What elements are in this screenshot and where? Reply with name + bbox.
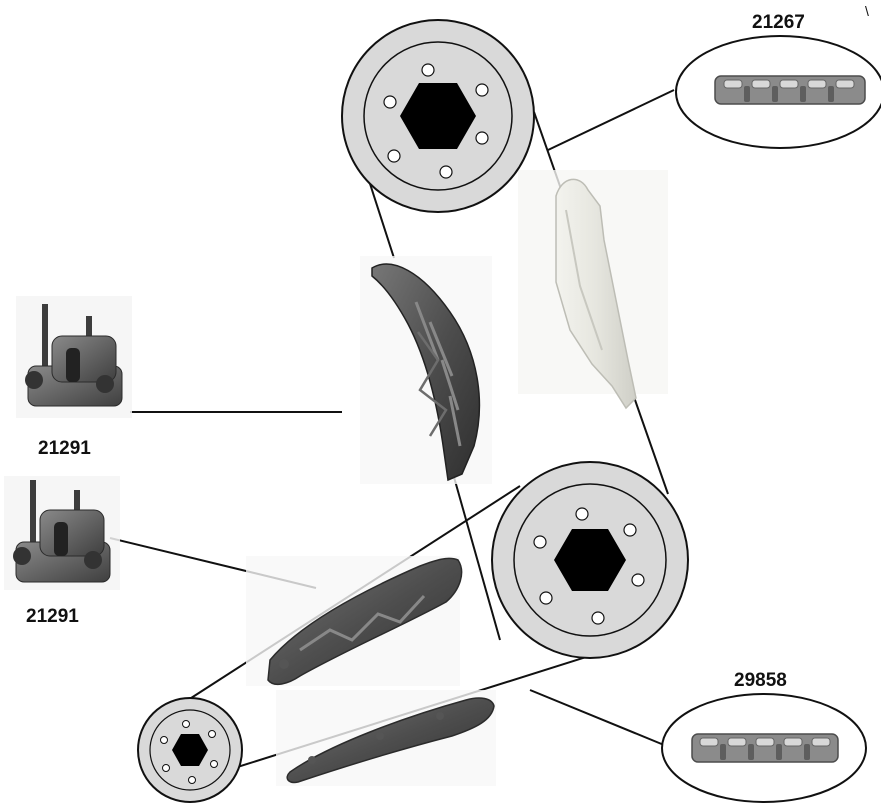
tensioner-1 (16, 296, 132, 418)
lower-left-chain-guide (246, 556, 462, 686)
upper-chain-part-number: 21267 (752, 12, 805, 33)
tensioner-2-part-number: 21291 (26, 606, 79, 627)
lower-chain-callout (662, 694, 866, 802)
corner-mark: \ (865, 3, 869, 19)
tensioner-2 (4, 476, 120, 590)
upper-chain-callout (676, 36, 881, 148)
lower-sprocket (138, 698, 242, 802)
chain-link-icon (692, 734, 838, 762)
tensioner-1-part-number: 21291 (38, 438, 91, 459)
lower-chain-pointer-line (530, 690, 664, 745)
lower-chain-part-number: 29858 (734, 670, 787, 691)
upper-left-chain-guide (360, 256, 492, 484)
upper-chain-pointer-line (548, 90, 674, 150)
upper-right-chain-guide (518, 170, 668, 408)
chain-link-icon (715, 76, 865, 104)
bottom-chain-guide (276, 690, 496, 786)
upper-sprocket (342, 20, 534, 212)
middle-sprocket (492, 462, 688, 658)
